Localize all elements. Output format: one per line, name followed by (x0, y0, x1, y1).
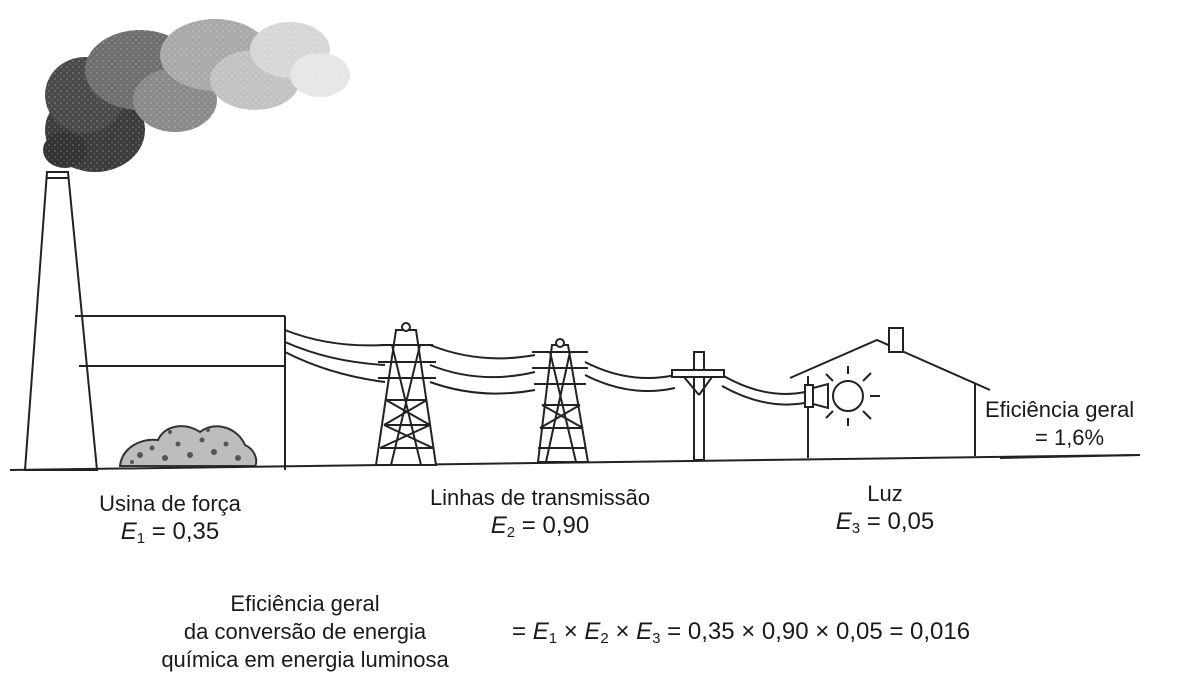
overall-efficiency-label: Eficiência geral = 1,6% (985, 396, 1190, 452)
overall-value: = 1,6% (1035, 425, 1105, 450)
transmission-wires (284, 329, 806, 406)
plant-label: Usina de força E1 = 0,35 (60, 490, 280, 553)
light-title: Luz (867, 481, 903, 506)
lines-title: Linhas de transmissão (429, 485, 651, 510)
plant-efficiency: E1 = 0,35 (120, 518, 220, 547)
utility-pole-icon (671, 351, 725, 461)
plant-title: Usina de força (99, 491, 241, 516)
light-bulb-icon (804, 366, 880, 426)
formula-description: Eficiência geral da conversão de energia… (161, 591, 449, 672)
light-efficiency: E3 = 0,05 (835, 508, 935, 537)
chimney-icon (23, 171, 99, 471)
transmission-tower-icon (374, 322, 438, 466)
lines-efficiency: E2 = 0,90 (490, 512, 590, 541)
power-plant-building-icon (75, 315, 286, 470)
formula-equation: = E1 × E2 × E3 = 0,35 × 0,90 × 0,05 = 0,… (512, 618, 971, 647)
lines-label: Linhas de transmissão E2 = 0,90 (380, 484, 700, 547)
light-label: Luz E3 = 0,05 (800, 480, 970, 543)
overall-underline (999, 454, 1141, 459)
transmission-tower-icon (532, 338, 590, 463)
coal-pile-icon (118, 425, 258, 467)
smoke-cloud-icon (40, 19, 360, 172)
overall-title: Eficiência geral (985, 397, 1135, 422)
